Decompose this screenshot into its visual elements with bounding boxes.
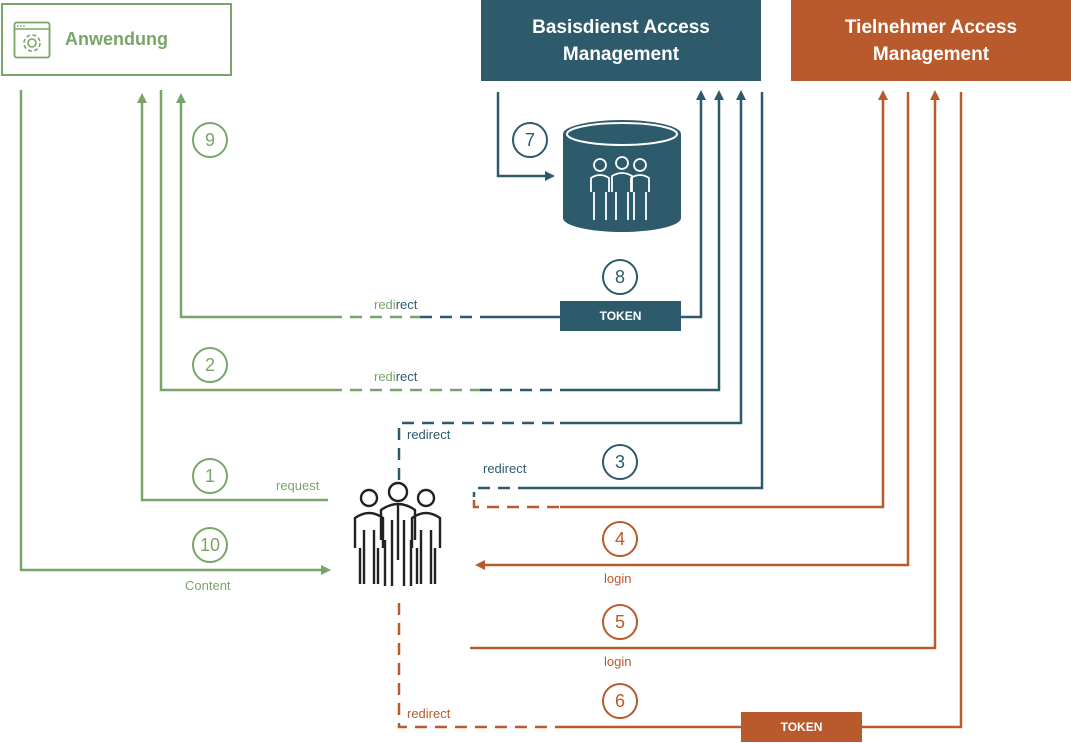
token-basis: TOKEN	[560, 301, 681, 331]
redirect-label-3: redirect	[483, 461, 527, 476]
step-3-badge: 3	[602, 444, 638, 480]
step-6-badge: 6	[602, 683, 638, 719]
flow-7-db	[496, 92, 555, 181]
login-label-4: login	[604, 571, 632, 586]
redirect-9-part-b: rect	[395, 297, 418, 312]
step-9-badge: 9	[192, 122, 228, 158]
login-label-5: login	[604, 654, 632, 669]
redirect-label-6: redirect	[407, 706, 451, 721]
flow-3-orange	[560, 90, 888, 509]
step-7-badge: 7	[512, 122, 548, 158]
redirect-2-part-a: redi	[374, 369, 396, 384]
flow-3-blue	[530, 92, 764, 490]
token-teilnehmer: TOKEN	[741, 712, 862, 742]
database-users-icon	[563, 120, 681, 232]
user-group-icon	[353, 481, 442, 586]
step-10-badge: 10	[192, 527, 228, 563]
teilnehmer-title: Tielnehmer Access Management	[844, 16, 1018, 65]
content-label: Content	[185, 578, 231, 593]
step-8-badge: 8	[602, 259, 638, 295]
request-label: request	[276, 478, 320, 493]
flow-3-blue-dash	[472, 486, 530, 497]
app-window-gear-icon	[13, 21, 51, 58]
flow-1-request	[137, 93, 328, 502]
flow-6-tail	[862, 92, 963, 729]
redirect-label-blue-upper: redirect	[407, 427, 451, 442]
step-5-badge: 5	[602, 604, 638, 640]
flow-2-blue	[560, 90, 724, 392]
redirect-2-part-b: rect	[395, 369, 418, 384]
basisdienst-title: Basisdienst Access Management	[532, 16, 710, 65]
basisdienst-node: Basisdienst Access Management	[481, 0, 761, 81]
redirect-9-part-a: redi	[374, 297, 396, 312]
flow-4-login	[475, 92, 910, 570]
flow-6-dash	[397, 603, 560, 729]
step-4-badge: 4	[602, 521, 638, 557]
anwendung-title: Anwendung	[65, 29, 168, 49]
teilnehmer-node: Tielnehmer Access Management	[791, 0, 1071, 81]
flow-10-content	[19, 90, 331, 575]
flow-9-green	[176, 93, 330, 319]
flow-blue-redirect-upper	[560, 90, 746, 425]
redirect-label-9: redirect	[374, 297, 417, 312]
flow-blue-redirect-upper-dash	[397, 421, 560, 480]
flow-8-token	[681, 90, 706, 319]
flow-2-green	[159, 90, 330, 392]
step-1-badge: 1	[192, 458, 228, 494]
step-2-badge: 2	[192, 347, 228, 383]
flow-3-orange-dash	[472, 500, 560, 509]
redirect-label-2: redirect	[374, 369, 417, 384]
flow-5-login	[470, 90, 940, 650]
anwendung-node: Anwendung	[1, 3, 232, 76]
